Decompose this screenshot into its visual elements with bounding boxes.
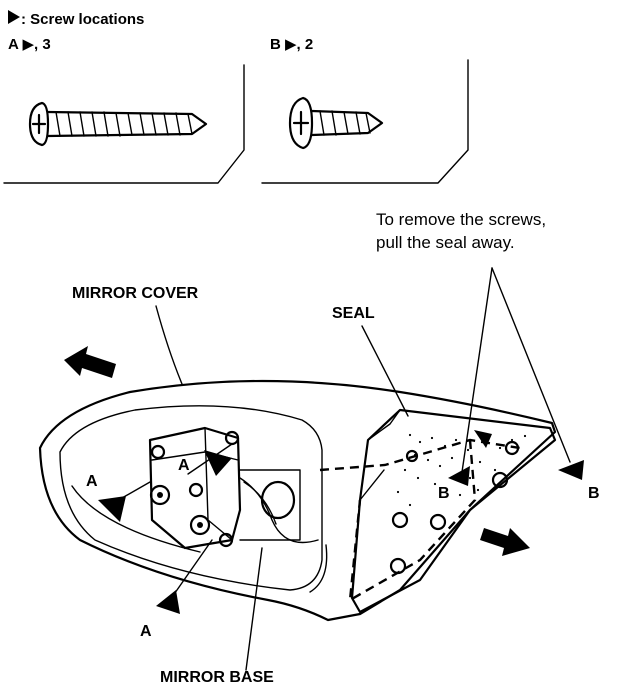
screw-b-label-inner: B xyxy=(438,485,450,502)
screw-a-label-left: A xyxy=(86,473,98,490)
pull-direction-arrows xyxy=(64,346,530,556)
legend-title: : Screw locations xyxy=(21,11,144,28)
instruction-line-2: pull the seal away. xyxy=(376,233,515,252)
arrowhead-b-inner-icon xyxy=(448,466,470,486)
arrowhead-a-lower-icon xyxy=(156,590,180,614)
arrowhead-a-upper-icon xyxy=(204,450,232,476)
screw-a-icon xyxy=(28,101,208,147)
mirror-base-label: MIRROR BASE xyxy=(160,669,274,686)
seal-outline xyxy=(350,408,557,614)
pull-right-arrow-icon xyxy=(480,528,530,556)
screw-a-locations xyxy=(149,430,240,548)
screw-b-locations xyxy=(389,440,520,575)
seal-texture xyxy=(396,433,527,507)
legend-panel-b-border xyxy=(261,59,469,184)
screw-pointer-arrowheads xyxy=(98,430,584,614)
mirror-actuator-motor xyxy=(148,426,319,550)
mirror-base-hidden-edge xyxy=(319,438,521,603)
seal-label: SEAL xyxy=(332,305,375,322)
screw-a-label-lower: A xyxy=(140,623,152,640)
instruction-line-1: To remove the screws, xyxy=(376,210,546,229)
mirror-cover-inner-rim xyxy=(59,405,323,591)
screw-b-label-outer: B xyxy=(588,485,600,502)
arrowhead-a-left-icon xyxy=(98,496,126,522)
screw-b-icon xyxy=(288,96,384,150)
arrowhead-b-outer-icon xyxy=(558,460,584,480)
legend-screw-a-label: A ▶, 3 xyxy=(8,36,51,53)
screw-a-label-upper: A xyxy=(178,457,190,474)
mirror-cover-outline xyxy=(38,379,557,622)
legend-panel-a-border xyxy=(3,64,245,184)
screw-location-marker-icon xyxy=(8,10,20,24)
pull-left-arrow-icon xyxy=(64,346,116,378)
legend-screw-b-label: B ▶, 2 xyxy=(270,36,313,53)
mirror-assembly xyxy=(38,379,557,622)
arrowhead-seal-icon xyxy=(474,430,492,448)
mirror-cover-label: MIRROR COVER xyxy=(72,285,199,302)
legend: : Screw locations A ▶, 3 B ▶, 2 xyxy=(3,10,469,184)
